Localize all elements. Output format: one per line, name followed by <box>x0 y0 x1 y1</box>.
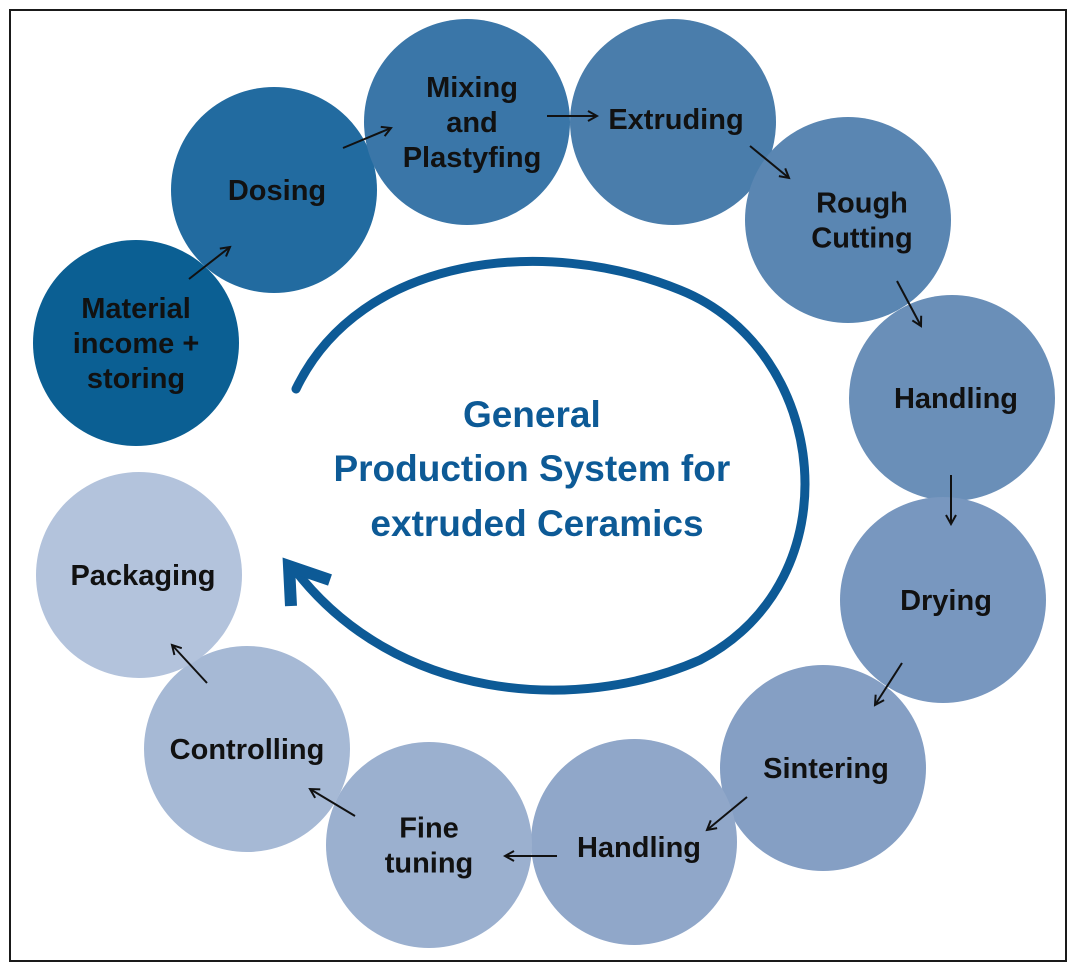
process-step-label-line: Material <box>81 293 191 325</box>
center-title-line-1: General <box>463 394 601 435</box>
process-step-circle <box>840 497 1046 703</box>
process-step: Sintering <box>720 665 926 871</box>
process-step: Controlling <box>144 646 350 852</box>
step-connector-arrow <box>342 128 391 149</box>
step-connector-arrow <box>749 145 789 178</box>
process-step-label-line: Rough <box>816 188 908 220</box>
step-connector-arrow <box>310 789 356 817</box>
process-step-label-line: Mixing <box>426 72 518 104</box>
process-step: Dosing <box>171 87 377 293</box>
step-connector-arrow <box>188 247 230 280</box>
process-step-label-line: Sintering <box>763 753 889 785</box>
process-step-label: Extruding <box>608 104 743 136</box>
process-step: Extruding <box>570 19 776 225</box>
process-step-circle <box>745 117 951 323</box>
process-step-label-line: Handling <box>894 383 1018 415</box>
process-step-circle <box>144 646 350 852</box>
cycle-arrow <box>290 257 810 695</box>
process-step-label-line: and <box>446 107 498 139</box>
process-step-label: Packaging <box>70 560 215 592</box>
process-step: Packaging <box>36 472 242 678</box>
center-title: General Production System for extruded C… <box>333 394 740 544</box>
process-step-label-line: Packaging <box>70 560 215 592</box>
process-step-label-line: Cutting <box>811 223 912 255</box>
process-step-label: Dosing <box>228 175 326 207</box>
step-connector-arrow <box>172 645 208 684</box>
process-step-label-line: income + <box>73 328 200 360</box>
process-step-circle <box>570 19 776 225</box>
process-step-label-line: storing <box>87 363 185 395</box>
process-step: Drying <box>840 497 1046 703</box>
process-step-label-line: Controlling <box>170 734 325 766</box>
process-step-label: Handling <box>894 383 1018 415</box>
process-step-circle <box>33 240 239 446</box>
step-connector-arrow <box>875 662 903 705</box>
process-step-circle <box>36 472 242 678</box>
process-step: Handling <box>531 739 737 945</box>
cycle-arrow-head <box>282 557 332 607</box>
process-step-circle <box>531 739 737 945</box>
process-step-circle <box>720 665 926 871</box>
process-step: Handling <box>849 295 1055 501</box>
process-step-label: Drying <box>900 585 992 617</box>
center-title-line-3: extruded Ceramics <box>370 503 703 544</box>
process-step-label-line: Drying <box>900 585 992 617</box>
process-step-circle <box>171 87 377 293</box>
center-title-line-2: Production System for <box>333 448 730 489</box>
step-connector-arrow <box>896 280 921 326</box>
process-step-label: Handling <box>577 832 701 864</box>
process-step-label-line: Handling <box>577 832 701 864</box>
process-step-label-line: Plastyfing <box>403 142 542 174</box>
connectors <box>172 116 951 856</box>
process-step-label-line: tuning <box>385 848 474 880</box>
process-step-circle <box>849 295 1055 501</box>
process-step-label: Controlling <box>170 734 325 766</box>
process-step-circle <box>326 742 532 948</box>
process-step-label: Sintering <box>763 753 889 785</box>
process-step-circle <box>364 19 570 225</box>
step-connector-arrow <box>707 796 748 830</box>
process-step-label-line: Fine <box>399 813 459 845</box>
process-step-label-line: Dosing <box>228 175 326 207</box>
process-step-label-line: Extruding <box>608 104 743 136</box>
